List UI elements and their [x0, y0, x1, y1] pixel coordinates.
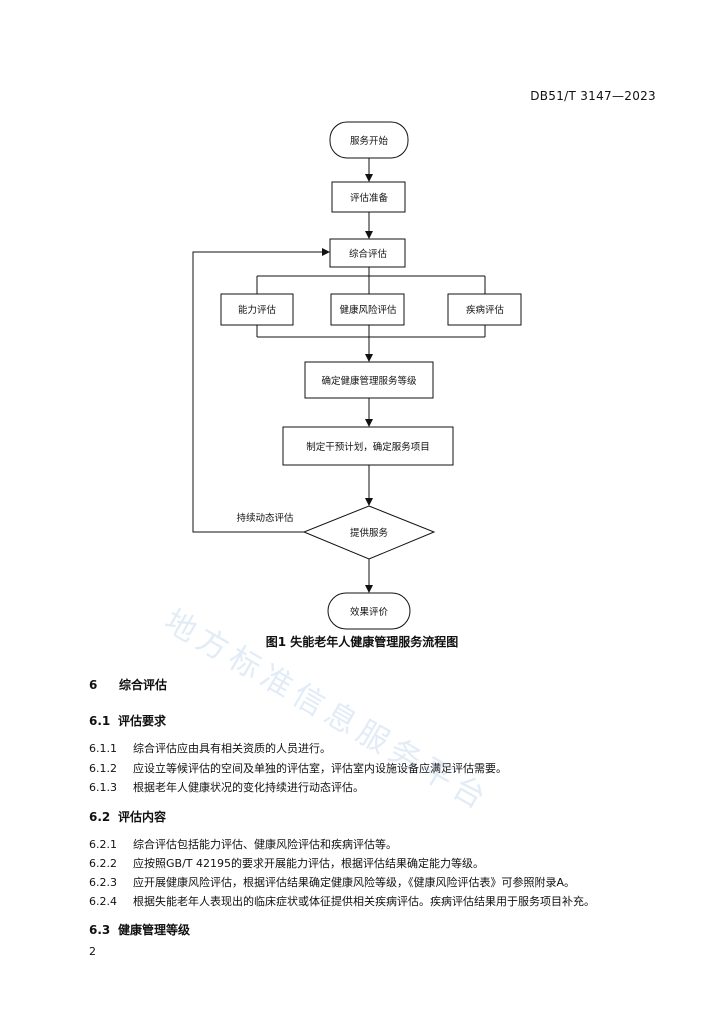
clause-6-2-2: 6.2.2 应按照GB/T 42195的要求开展能力评估，根据评估结果确定能力等级… [89, 855, 484, 871]
determine-level-label: 确定健康管理服务等级 [321, 375, 417, 387]
clause-6-2-4: 6.2.4 根据失能老年人表现出的临床症状或体征提供相关疾病评估。疾病评估结果用于… [89, 893, 595, 909]
provide-label: 提供服务 [350, 527, 389, 539]
section-title: 评估要求 [118, 714, 167, 728]
node-disease [447, 293, 522, 326]
start-label: 服务开始 [350, 135, 389, 147]
node-prepare [331, 181, 406, 213]
node-determine-level [304, 361, 434, 399]
loop-back-arrow [192, 248, 330, 533]
branch-ability-label: 能力评估 [238, 304, 277, 316]
section-number: 6.3 [89, 923, 111, 937]
clause-number: 6.2.3 [89, 876, 117, 889]
plan-label: 制定干预计划，确定服务项目 [306, 441, 430, 453]
prepare-label: 评估准备 [350, 192, 389, 204]
clause-text: 综合评估包括能力评估、健康风险评估和疾病评估等。 [133, 838, 397, 851]
clause-6-1-1: 6.1.1 综合评估应由具有相关资质的人员进行。 [89, 740, 331, 756]
comprehensive-label: 综合评估 [349, 248, 388, 260]
figure-caption: 图1 失能老年人健康管理服务流程图 [265, 635, 459, 649]
clause-6-2-3: 6.2.3 应开展健康风险评估，根据评估结果确定健康风险等级，《健康风险评估表》可… [89, 874, 575, 890]
page-number: 2 [89, 945, 96, 958]
section-title: 健康管理等级 [118, 923, 191, 937]
section-number: 6.1 [89, 714, 111, 728]
clause-number: 6.2.2 [89, 857, 117, 870]
clause-number: 6.2.1 [89, 838, 117, 851]
node-end [327, 592, 411, 630]
clause-number: 6.1.2 [89, 762, 117, 775]
end-label: 效果评价 [350, 606, 389, 618]
section-6-heading: 6 综合评估 [89, 676, 167, 693]
section-6-3-heading: 6.3 健康管理等级 [89, 921, 190, 938]
flowchart: 服务开始 评估准备 综合评估 能力评估 健康风险评估 疾病评估 确定健康管理服务… [192, 121, 522, 630]
clause-text: 根据老年人健康状况的变化持续进行动态评估。 [133, 781, 364, 794]
clause-text: 应按照GB/T 42195的要求开展能力评估，根据评估结果确定能力等级。 [133, 857, 484, 870]
section-number: 6.2 [89, 810, 111, 824]
clause-6-2-1: 6.2.1 综合评估包括能力评估、健康风险评估和疾病评估等。 [89, 836, 397, 852]
section-6-2-heading: 6.2 评估内容 [89, 808, 166, 825]
clause-text: 应开展健康风险评估，根据评估结果确定健康风险等级，《健康风险评估表》可参照附录A… [133, 876, 576, 889]
section-number: 6 [89, 678, 98, 692]
node-provide [302, 505, 436, 560]
node-plan [282, 426, 454, 466]
node-comprehensive [329, 238, 406, 268]
node-ability [220, 293, 294, 326]
clause-6-1-2: 6.1.2 应设立等候评估的空间及单独的评估室，评估室内设施设备应满足评估需要。 [89, 760, 507, 776]
section-6-1-heading: 6.1 评估要求 [89, 712, 166, 729]
clause-text: 应设立等候评估的空间及单独的评估室，评估室内设施设备应满足评估需要。 [133, 762, 507, 775]
clause-number: 6.1.1 [89, 742, 117, 755]
branch-disease-label: 疾病评估 [466, 304, 505, 316]
node-health-risk [330, 293, 405, 326]
section-title: 评估内容 [118, 810, 167, 824]
branch-health-risk-label: 健康风险评估 [339, 304, 397, 316]
clause-6-1-3: 6.1.3 根据老年人健康状况的变化持续进行动态评估。 [89, 779, 364, 795]
standard-code: DB51/T 3147—2023 [530, 89, 656, 103]
section-title: 综合评估 [119, 678, 168, 692]
clause-number: 6.2.4 [89, 895, 117, 908]
loop-label: 持续动态评估 [236, 512, 294, 524]
clause-text: 根据失能老年人表现出的临床症状或体征提供相关疾病评估。疾病评估结果用于服务项目补… [133, 895, 595, 908]
clause-number: 6.1.3 [89, 781, 117, 794]
node-start [329, 121, 409, 159]
clause-text: 综合评估应由具有相关资质的人员进行。 [133, 742, 331, 755]
